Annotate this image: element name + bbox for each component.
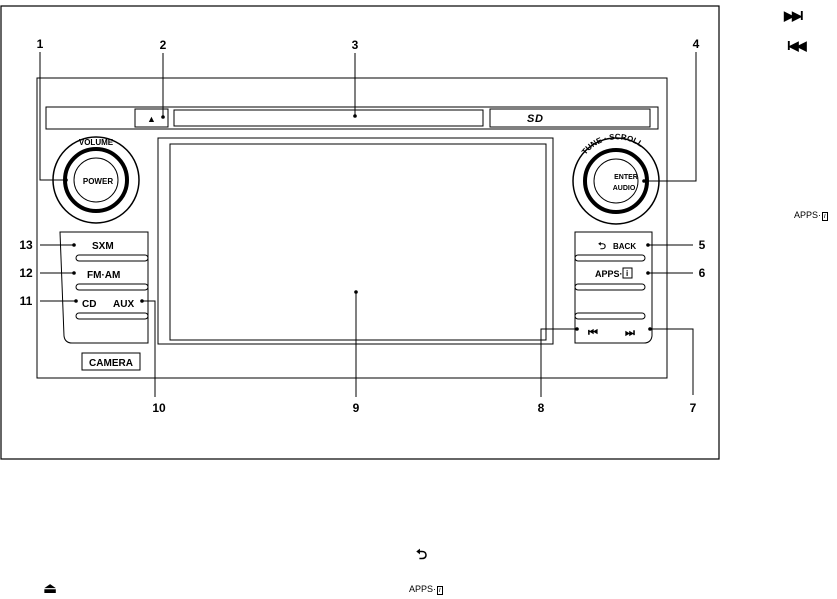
right-divider-3 [574,312,646,320]
callout-13: 13 [19,238,33,252]
callout-10: 10 [152,401,166,415]
touch-screen[interactable] [169,143,547,341]
power-label: POWER [83,177,113,186]
callout-3: 3 [352,38,359,52]
callout-4: 4 [693,37,700,51]
callout-11: 11 [20,294,33,308]
callout-5: 5 [699,238,706,252]
callout-12: 12 [19,266,33,280]
sxm-button[interactable]: SXM [92,241,114,252]
sd-icon: S [527,113,535,125]
unit-panel [36,77,668,379]
right-divider-2 [574,283,646,291]
figure-frame [0,5,720,460]
callout-2: 2 [160,38,167,52]
enter-audio-button[interactable] [593,158,639,204]
callout-8: 8 [538,401,545,415]
left-divider-1 [75,254,149,262]
eject-button[interactable] [134,108,169,128]
volume-label: VOLUME [79,138,114,147]
left-divider-3 [75,312,149,320]
power-button[interactable] [73,157,119,203]
info-icon: i [626,269,628,278]
callout-lines [39,52,697,397]
back-button[interactable]: BACK [613,242,636,251]
eject-legend-icon: ⏏ [43,580,58,597]
next-track-icon: ▶▶I [784,8,804,23]
fm-am-button[interactable]: FM·AM [87,270,120,281]
tune-scroll-label: TUNE · SCROLL [580,132,645,156]
callout-1: 1 [37,37,44,51]
apps-info-legend-bottom: APPS·i [409,584,443,595]
aux-button[interactable]: AUX [113,299,134,310]
right-divider-1 [574,254,646,262]
callout-dots [64,114,652,331]
callout-9: 9 [353,401,360,415]
apps-info-legend: APPS·i [794,210,828,221]
back-arrow-icon: ⮌ [416,546,428,562]
info-icon-box [622,267,633,279]
callout-6: 6 [699,266,706,280]
apps-button[interactable]: APPS· [595,269,623,279]
audio-label: AUDIO [613,185,636,192]
enter-label: ENTER [614,174,638,181]
slot-strip [45,106,659,130]
seek-forward-button[interactable]: ⏭ [625,327,635,339]
seek-back-button[interactable]: ⏮ [588,327,598,339]
left-button-bezel [59,231,149,344]
left-divider-2 [75,283,149,291]
right-button-bezel [574,231,653,344]
callout-7: 7 [690,401,697,415]
camera-button[interactable] [81,352,141,371]
sd-card-slot[interactable] [489,108,651,128]
camera-label: CAMERA [89,358,133,369]
disc-slot[interactable] [173,109,484,127]
back-icon: ⮌ [598,241,606,252]
eject-icon: ▲ [147,114,156,124]
sd-icon-d: D [535,113,543,125]
prev-track-icon: I◀◀ [787,38,807,53]
cd-button[interactable]: CD [82,299,96,310]
